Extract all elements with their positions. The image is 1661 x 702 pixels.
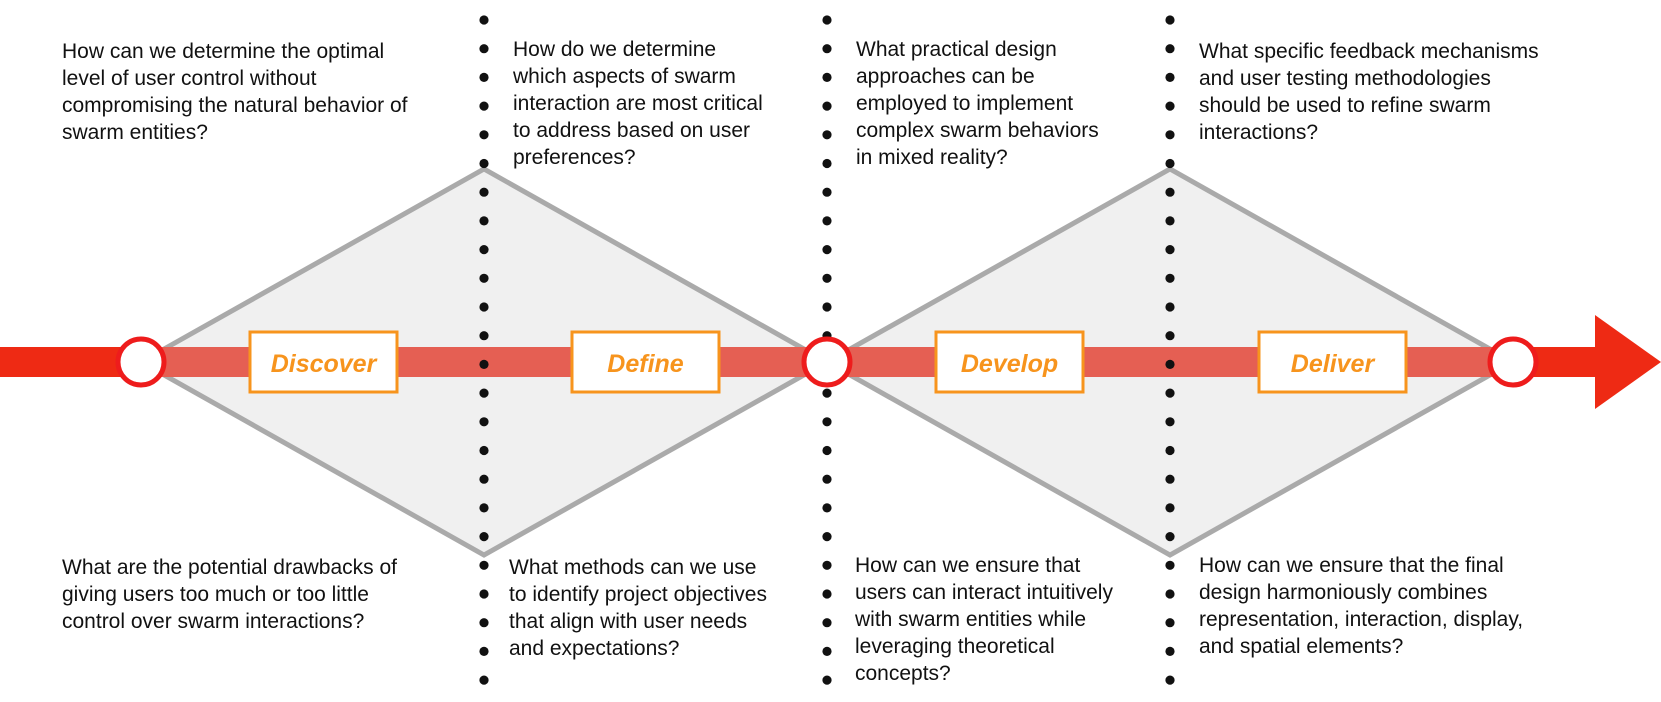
stage-deliver: Deliver — [1257, 330, 1408, 394]
divider-dot — [1165, 589, 1175, 599]
stage-label: Discover — [271, 350, 378, 378]
divider-dot — [822, 245, 832, 255]
divider-dot — [479, 44, 489, 54]
divider-dot — [1165, 445, 1175, 456]
divider-dot — [479, 302, 489, 312]
divider-dot — [1165, 560, 1175, 570]
divider-dot — [822, 72, 832, 82]
milestone-node-start — [115, 336, 167, 388]
divider-dot — [822, 130, 832, 140]
divider-dot — [479, 646, 489, 657]
divider-dot — [479, 474, 489, 484]
divider-dot — [822, 646, 832, 657]
divider-dot — [822, 302, 832, 312]
stage-box — [570, 330, 721, 394]
divider-dot — [479, 589, 489, 599]
divider-dot — [479, 675, 489, 685]
divider-dot — [479, 503, 489, 513]
divider-dot — [1165, 532, 1175, 542]
divider-dot — [822, 158, 832, 169]
discover-bottom-question: What are the potential drawbacks of givi… — [62, 556, 398, 633]
stage-discover: Discover — [248, 330, 399, 394]
divider-dot — [479, 445, 489, 456]
divider-dot — [479, 187, 489, 197]
divider-dot — [479, 72, 489, 82]
divider-dot — [479, 130, 489, 140]
divider-dot — [822, 216, 832, 226]
define-top-question: How do we determine which aspects of swa… — [513, 38, 763, 169]
stage-label: Define — [607, 350, 684, 378]
divider-dot — [822, 503, 832, 513]
divider-dot — [822, 44, 832, 54]
divider-dot — [822, 101, 832, 111]
develop-bottom-question: How can we ensure that users can interac… — [855, 554, 1113, 685]
divider-dot — [1165, 245, 1175, 255]
divider-dot — [1165, 44, 1175, 54]
divider-dot — [1165, 618, 1175, 628]
divider-dot — [479, 273, 489, 283]
milestone-node-end — [1487, 336, 1539, 388]
stage-dividers — [479, 15, 1175, 685]
divider-dot — [822, 15, 832, 25]
divider-dot — [1165, 302, 1175, 312]
divider-dot — [1165, 187, 1175, 197]
divider-dot — [822, 589, 832, 599]
flow-arrow-head — [1595, 315, 1661, 409]
divider-dot — [822, 417, 832, 427]
divider-dot — [1165, 331, 1175, 341]
divider-dot — [479, 359, 489, 369]
stage-box — [248, 330, 399, 394]
stage-develop: Develop — [934, 330, 1085, 394]
divider-dot — [822, 273, 832, 283]
divider-dot — [822, 560, 832, 570]
divider-dot — [1165, 273, 1175, 283]
divider-dot — [822, 618, 832, 628]
divider-dot — [1165, 216, 1175, 226]
stage-box — [934, 330, 1085, 394]
divider-dot — [479, 245, 489, 255]
divider-dot — [1165, 101, 1175, 111]
deliver-bottom-question: How can we ensure that the final design … — [1199, 554, 1524, 658]
divider-dot — [822, 445, 832, 456]
divider-dot — [479, 331, 489, 341]
divider-dot — [1165, 15, 1175, 25]
develop-top-question: What practical design approaches can be … — [856, 38, 1099, 169]
define-bottom-question: What methods can we use to identify proj… — [509, 556, 767, 660]
divider-dot — [1165, 359, 1175, 369]
divider-dot — [479, 560, 489, 570]
divider-dot — [1165, 130, 1175, 140]
stage-label: Develop — [961, 350, 1058, 378]
stage-box — [1257, 330, 1408, 394]
divider-dot — [822, 187, 832, 197]
divider-dot — [479, 388, 489, 398]
divider-dot — [479, 618, 489, 628]
divider-dot — [822, 675, 832, 685]
divider-dot — [1165, 417, 1175, 427]
stage-label: Deliver — [1291, 350, 1376, 378]
divider-dot — [1165, 503, 1175, 513]
discover-top-question: How can we determine the optimal level o… — [62, 40, 408, 144]
divider-dot — [1165, 158, 1175, 169]
divider-dot — [1165, 675, 1175, 685]
divider-dot — [1165, 388, 1175, 398]
divider-dot — [822, 474, 832, 484]
divider-dot — [479, 417, 489, 427]
divider-dot — [822, 388, 832, 398]
milestone-node-middle — [801, 336, 853, 388]
divider-dot — [479, 101, 489, 111]
divider-dot — [1165, 646, 1175, 657]
stage-define: Define — [570, 330, 721, 394]
deliver-top-question: What specific feedback mechanisms and us… — [1199, 40, 1539, 144]
divider-dot — [1165, 474, 1175, 484]
divider-dot — [822, 532, 832, 542]
divider-dot — [479, 216, 489, 226]
divider-dot — [479, 532, 489, 542]
divider-dot — [1165, 72, 1175, 82]
divider-dot — [479, 15, 489, 25]
divider-dot — [479, 158, 489, 169]
